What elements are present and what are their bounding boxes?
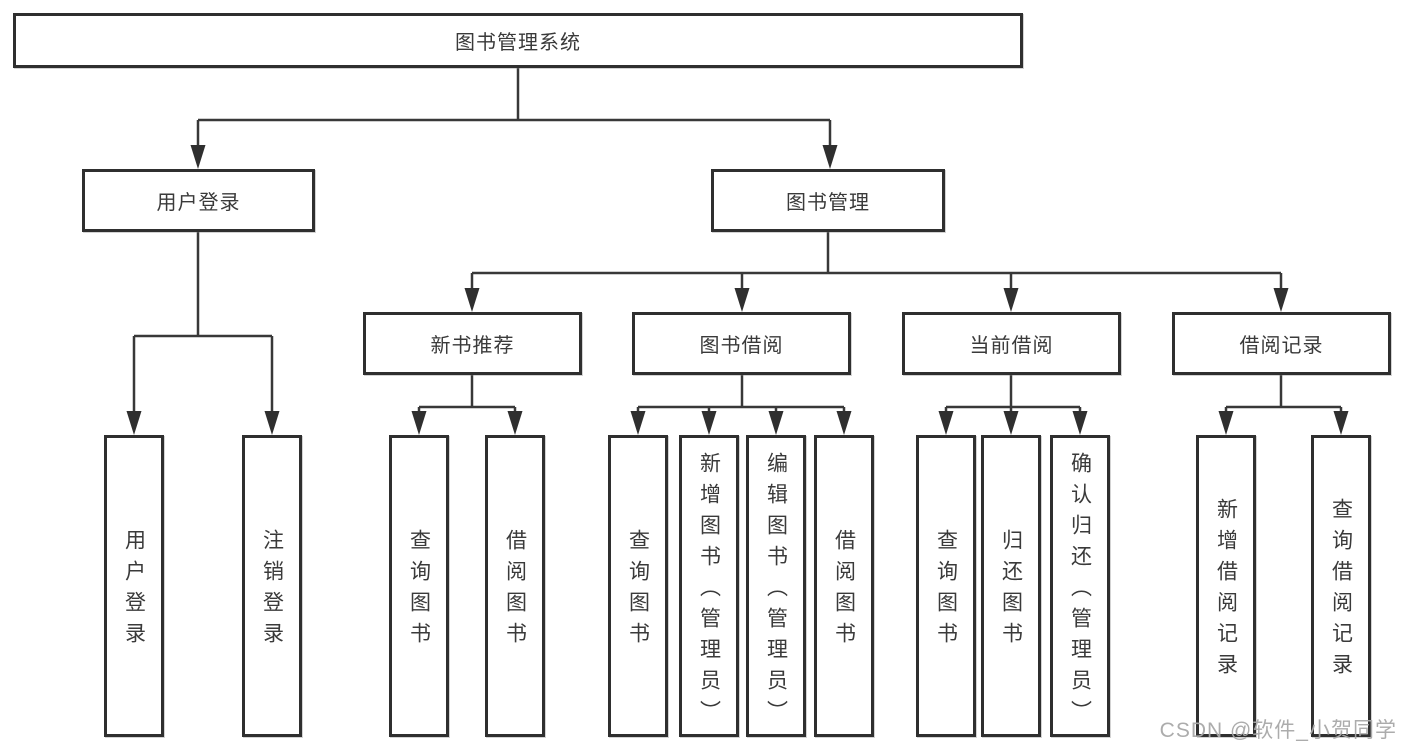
leaf-confirm-return-admin: 确认归还（管理员） [1050,435,1110,737]
leaf-query-borrow-record-label: 查询借阅记录 [1329,498,1353,684]
leaf-add-book-admin-label: 新增图书（管理员） [697,451,721,731]
node-new-book-recommendation-label: 新书推荐 [430,335,515,357]
leaf-add-book-admin: 新增图书（管理员） [679,435,739,737]
node-new-book-recommendation: 新书推荐 [363,312,582,375]
leaf-return-book: 归还图书 [981,435,1041,737]
leaf-user-login-label: 用户登录 [122,529,146,653]
leaf-add-borrow-record-label: 新增借阅记录 [1214,498,1238,684]
node-user-login-label: 用户登录 [156,192,241,214]
leaf-query-borrow-record: 查询借阅记录 [1311,435,1371,737]
node-borrowing-records-label: 借阅记录 [1239,335,1324,357]
connector-user-login-children [126,232,280,435]
leaf-borrow-books-borrow-label: 借阅图书 [832,529,856,653]
leaf-edit-book-admin-label: 编辑图书（管理员） [764,451,788,731]
node-root: 图书管理系统 [13,13,1023,68]
leaf-confirm-return-admin-label: 确认归还（管理员） [1068,451,1092,731]
node-root-label: 图书管理系统 [455,32,581,54]
leaf-query-books-borrow: 查询图书 [608,435,668,737]
leaf-return-book-label: 归还图书 [999,529,1023,653]
leaf-logout-label: 注销登录 [260,529,284,653]
connector-book-management-children [464,232,1289,312]
node-book-management: 图书管理 [711,169,945,232]
node-user-login: 用户登录 [82,169,315,232]
leaf-add-borrow-record: 新增借阅记录 [1196,435,1256,737]
leaf-edit-book-admin: 编辑图书（管理员） [746,435,806,737]
leaf-query-books-current-label: 查询图书 [934,529,958,653]
leaf-query-books-rec-label: 查询图书 [407,529,431,653]
leaf-logout: 注销登录 [242,435,302,737]
connector-root-to-level2 [190,68,838,169]
connector-borrow-record-children [1218,375,1349,435]
leaf-query-books-rec: 查询图书 [389,435,449,737]
node-book-management-label: 图书管理 [786,192,870,214]
node-book-borrowing: 图书借阅 [632,312,851,375]
connector-book-borrow-children [630,375,852,435]
csdn-watermark: CSDN @软件_小贺同学 [1159,719,1397,742]
connector-new-book-rec-children [411,375,523,435]
node-book-borrowing-label: 图书借阅 [699,335,784,357]
leaf-user-login: 用户登录 [104,435,164,737]
connector-current-borrow-children [938,375,1088,435]
leaf-borrow-books-borrow: 借阅图书 [814,435,874,737]
node-current-borrowing-label: 当前借阅 [969,335,1054,357]
leaf-borrow-books-rec: 借阅图书 [485,435,545,737]
leaf-borrow-books-rec-label: 借阅图书 [503,529,527,653]
leaf-query-books-current: 查询图书 [916,435,976,737]
node-current-borrowing: 当前借阅 [902,312,1121,375]
leaf-query-books-borrow-label: 查询图书 [626,529,650,653]
node-borrowing-records: 借阅记录 [1172,312,1391,375]
